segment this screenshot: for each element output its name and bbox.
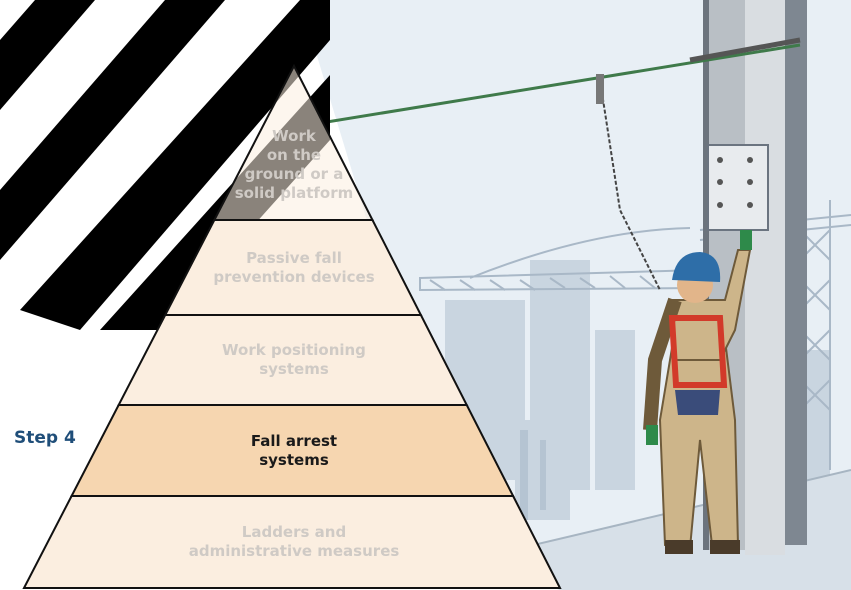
pyramid-tier-label-3: Work positioning systems bbox=[222, 341, 366, 378]
pyramid-tier-label-1: Work on the ground or a solid platform bbox=[234, 127, 354, 202]
pyramid-tier-5 bbox=[22, 495, 562, 589]
step-label: Step 4 bbox=[14, 428, 76, 448]
pyramid bbox=[22, 63, 562, 589]
lifeline-cable-icon bbox=[289, 37, 801, 291]
pyramid-tier-label-2: Passive fall prevention devices bbox=[213, 248, 375, 286]
construction-worker-icon bbox=[643, 230, 752, 554]
pyramid-tier-label-4: Fall arrest systems bbox=[250, 431, 338, 469]
pyramid-tier-label-5: Ladders and administrative measures bbox=[188, 523, 400, 560]
